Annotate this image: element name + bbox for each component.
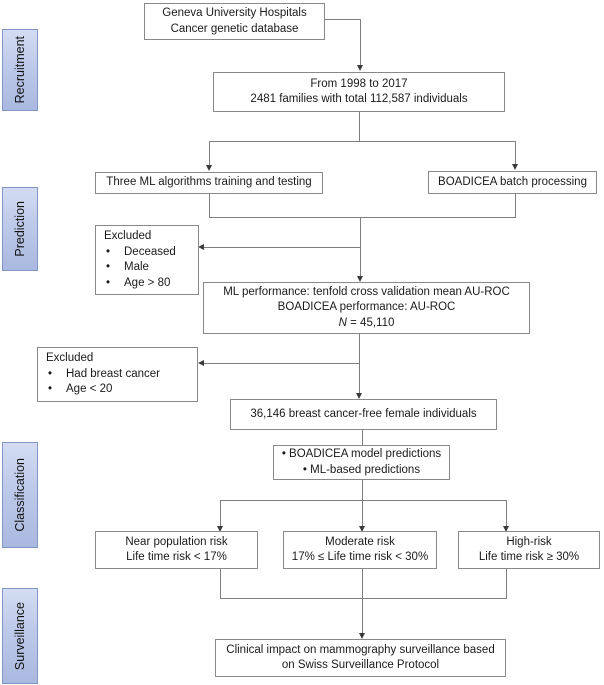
box-text: Moderate risk bbox=[325, 535, 395, 548]
connector-line bbox=[209, 193, 210, 218]
box-predictions: • BOADICEA model predictions • ML-based … bbox=[273, 445, 450, 480]
box-text: BOADICEA performance: AU-ROC bbox=[277, 301, 456, 314]
stage-label-text: Recruitment bbox=[13, 36, 27, 104]
arrowhead-down bbox=[217, 526, 223, 532]
connector-line bbox=[325, 19, 360, 20]
connector-line bbox=[362, 430, 363, 445]
box-cohort: From 1998 to 2017 2481 families with tot… bbox=[213, 72, 505, 112]
connector-line bbox=[362, 569, 363, 598]
connector-line bbox=[359, 112, 360, 141]
bullet-icon: • bbox=[106, 261, 111, 274]
connector-line bbox=[220, 598, 507, 599]
excluded-item-text: Had breast cancer bbox=[66, 367, 160, 380]
excluded-title: Excluded bbox=[104, 230, 152, 242]
connector-line bbox=[220, 500, 221, 526]
arrowhead-down bbox=[356, 393, 362, 399]
box-text: • BOADICEA model predictions bbox=[281, 448, 442, 461]
box-database: Geneva University Hospitals Cancer genet… bbox=[144, 3, 325, 40]
box-boadicea: BOADICEA batch processing bbox=[428, 171, 597, 194]
box-excluded-2: Excluded • Had breast cancer • Age < 20 bbox=[37, 347, 198, 402]
box-text: 17% ≤ Life time risk < 30% bbox=[291, 551, 429, 563]
bullet-icon: • bbox=[48, 383, 53, 396]
excluded-item: • Age < 20 bbox=[46, 382, 193, 398]
connector-line bbox=[209, 217, 516, 218]
connector-line bbox=[360, 217, 361, 276]
excluded-item: • Male bbox=[104, 260, 194, 276]
connector-line bbox=[362, 480, 363, 500]
arrowhead-down bbox=[359, 526, 365, 532]
excluded-item-text: Age > 80 bbox=[124, 276, 171, 289]
stage-label-text: Classification bbox=[13, 458, 27, 532]
stage-label-classification: Classification bbox=[2, 442, 38, 548]
excluded-item-text: Male bbox=[124, 261, 149, 274]
connector-line bbox=[204, 247, 360, 248]
arrowhead-down bbox=[512, 164, 518, 170]
excluded-item: • Deceased bbox=[104, 245, 194, 261]
box-text: Cancer genetic database bbox=[170, 22, 299, 35]
box-risk-near-population: Near population risk Life time risk < 17… bbox=[95, 531, 258, 569]
connector-line bbox=[359, 334, 360, 393]
box-text: Life time risk ≥ 30% bbox=[478, 551, 580, 563]
box-text: BOADICEA batch processing bbox=[438, 175, 587, 188]
connector-line bbox=[506, 569, 507, 598]
box-text: Geneva University Hospitals bbox=[162, 7, 307, 20]
connector-line bbox=[506, 500, 507, 526]
excluded-item: • Had breast cancer bbox=[46, 367, 193, 383]
arrowhead-left bbox=[198, 244, 204, 250]
arrowhead-left bbox=[198, 360, 204, 366]
box-excluded-1: Excluded • Deceased • Male • Age > 80 bbox=[95, 225, 199, 295]
connector-line bbox=[220, 500, 507, 501]
bullet-icon: • bbox=[106, 245, 111, 258]
box-cancer-free: 36,146 breast cancer-free female individ… bbox=[230, 399, 497, 430]
n-symbol: N bbox=[338, 316, 347, 329]
box-performance: ML performance: tenfold cross validation… bbox=[203, 282, 530, 334]
box-text: Life time risk < 17% bbox=[126, 551, 227, 563]
connector-line bbox=[204, 363, 359, 364]
connector-line bbox=[209, 141, 516, 142]
excluded-item-text: Deceased bbox=[124, 245, 176, 258]
box-text: From 1998 to 2017 bbox=[310, 77, 408, 90]
stage-label-recruitment: Recruitment bbox=[2, 29, 38, 111]
connector-line bbox=[360, 19, 361, 65]
arrowhead-down bbox=[357, 65, 363, 71]
arrowhead-down bbox=[503, 526, 509, 532]
box-text: 2481 families with total 112,587 individ… bbox=[250, 93, 468, 105]
box-text: Near population risk bbox=[125, 535, 228, 548]
excluded-item-text: Age < 20 bbox=[66, 383, 113, 396]
connector-line bbox=[362, 598, 363, 633]
box-text: 36,146 breast cancer-free female individ… bbox=[250, 407, 477, 420]
arrowhead-down bbox=[359, 633, 365, 639]
stage-label-surveillance: Surveillance bbox=[2, 588, 38, 684]
bullet-icon: • bbox=[106, 276, 111, 289]
box-text: Clinical impact on mammography surveilla… bbox=[226, 643, 495, 656]
stage-label-prediction: Prediction bbox=[2, 187, 38, 271]
arrowhead-down bbox=[206, 165, 212, 171]
box-ml-training: Three ML algorithms training and testing bbox=[95, 172, 323, 194]
box-text: N = 45,110 bbox=[339, 316, 395, 331]
box-clinical-impact: Clinical impact on mammography surveilla… bbox=[215, 639, 506, 677]
excluded-title: Excluded bbox=[46, 352, 94, 364]
box-text: on Swiss Surveillance Protocol bbox=[281, 659, 440, 671]
box-text: High-risk bbox=[506, 535, 552, 548]
connector-line bbox=[515, 141, 516, 165]
box-text: ML performance: tenfold cross validation… bbox=[223, 286, 510, 299]
connector-line bbox=[515, 194, 516, 218]
arrowhead-down bbox=[357, 276, 363, 282]
box-risk-moderate: Moderate risk 17% ≤ Life time risk < 30% bbox=[283, 531, 437, 569]
connector-line bbox=[220, 569, 221, 598]
connector-line bbox=[362, 500, 363, 526]
excluded-item: • Age > 80 bbox=[104, 276, 194, 292]
stage-label-text: Prediction bbox=[13, 201, 27, 257]
box-risk-high: High-risk Life time risk ≥ 30% bbox=[458, 531, 600, 569]
bullet-icon: • bbox=[48, 367, 53, 380]
n-value: = 45,110 bbox=[346, 316, 395, 329]
box-text: • ML-based predictions bbox=[302, 463, 421, 476]
stage-label-text: Surveillance bbox=[13, 601, 27, 671]
box-text: Three ML algorithms training and testing bbox=[106, 176, 312, 189]
connector-line bbox=[209, 141, 210, 166]
